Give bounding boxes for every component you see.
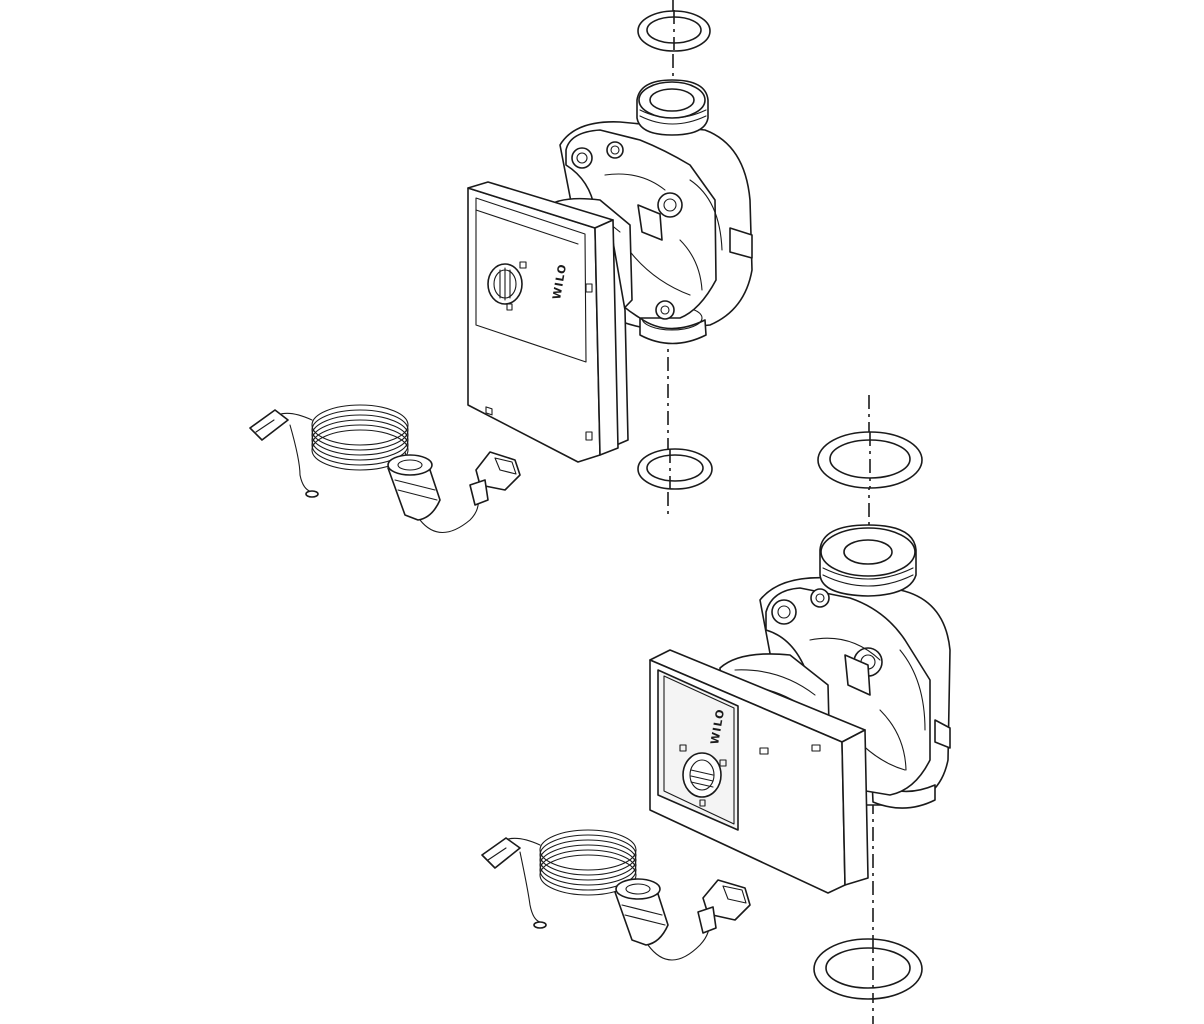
bottom-connector-plug-right-icon: [697, 879, 751, 934]
bottom-cable-gland-icon: [614, 878, 710, 961]
bottom-gasket-lower-icon: [813, 938, 923, 1000]
bottom-signal-cable-icon: [504, 829, 637, 923]
top-control-module-icon: WILO: [467, 181, 629, 463]
top-gasket-upper-icon: [637, 10, 711, 52]
top-brand-label: WILO: [550, 263, 569, 301]
bottom-control-module-icon: WILO: [649, 649, 869, 894]
top-gasket-lower-icon: [637, 448, 713, 490]
bottom-pump-assembly: WILO: [481, 395, 951, 1024]
top-cable-gland-icon: [387, 454, 479, 533]
bottom-gasket-upper-icon: [817, 431, 923, 489]
top-pump-assembly: WILO: [249, 0, 753, 533]
top-connector-plug-left-icon: [249, 409, 319, 498]
top-signal-cable-icon: [277, 404, 411, 493]
bottom-brand-label: WILO: [708, 708, 727, 746]
top-connector-plug-right-icon: [469, 451, 521, 506]
bottom-connector-plug-left-icon: [481, 837, 547, 929]
